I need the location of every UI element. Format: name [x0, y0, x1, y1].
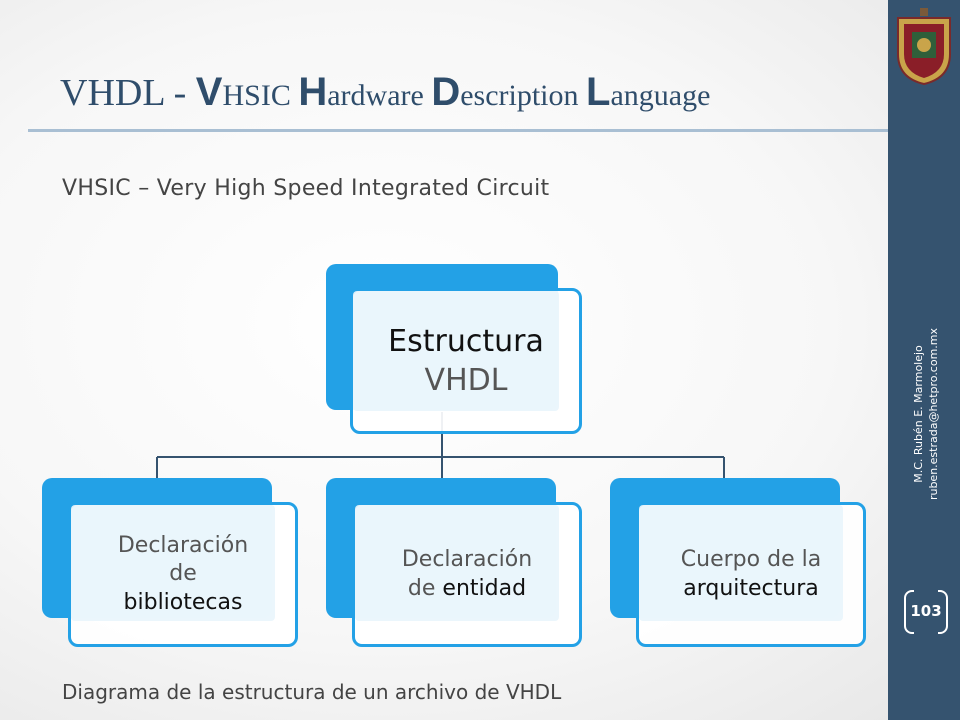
page-number-badge: 103	[902, 590, 950, 634]
child-node-arquitectura: Cuerpo de la arquitectura	[636, 502, 866, 647]
child-2-label: Declaración de entidad	[402, 546, 532, 603]
root-line-1: Estructura	[388, 324, 544, 359]
child-2-line-2: de	[407, 575, 436, 601]
root-node-overlap	[353, 291, 559, 411]
title-cap-l: L	[586, 70, 611, 114]
child-1-line-3: bibliotecas	[123, 589, 243, 615]
page-number-right-bracket	[938, 590, 948, 634]
slide: VHDL - VHSIC Hardware Description Langua…	[28, 62, 888, 704]
author-name: M.C. Rubén E. Marmolejo	[912, 345, 925, 483]
slide-title: VHDL - VHSIC Hardware Description Langua…	[60, 62, 880, 126]
title-cap-v: V	[195, 70, 223, 114]
title-rest-escription: escription	[460, 79, 587, 112]
child-1-overlap	[71, 505, 275, 621]
root-node-label: Estructura VHDL	[388, 322, 544, 400]
crest-top-cross	[920, 8, 928, 16]
title-underline	[28, 129, 888, 132]
child-1-label: Declaración de bibliotecas	[118, 532, 248, 618]
child-2-overlap	[355, 505, 559, 621]
subtitle: VHSIC – Very High Speed Integrated Circu…	[62, 176, 550, 201]
title-prefix: VHDL -	[60, 72, 196, 114]
title-cap-h: H	[298, 70, 328, 114]
child-3-label: Cuerpo de la arquitectura	[681, 546, 821, 603]
child-1-line-1: Declaración	[117, 532, 249, 558]
child-3-line-1: Cuerpo de la	[680, 546, 822, 572]
author-email: ruben.estrada@hetpro.com.mx	[927, 327, 940, 501]
title-cap-d: D	[431, 70, 461, 114]
title-rest-ardware: ardware	[327, 79, 432, 112]
child-1-line-2: de	[169, 561, 197, 587]
hierarchy-diagram: Estructura VHDL Declaración de bibliotec…	[42, 264, 866, 647]
child-node-entidad: Declaración de entidad	[352, 502, 582, 647]
crest-center	[917, 38, 931, 52]
root-node: Estructura VHDL	[350, 288, 582, 434]
child-3-overlap	[639, 505, 843, 621]
child-3-line-2: arquitectura	[683, 575, 819, 601]
child-node-bibliotecas: Declaración de bibliotecas	[68, 502, 298, 647]
author-credit: M.C. Rubén E. Marmolejo ruben.estrada@he…	[911, 289, 941, 539]
title-rest-hsic: HSIC	[222, 79, 299, 112]
page-number: 103	[910, 602, 942, 620]
child-2-line-3: entidad	[442, 575, 527, 601]
child-2-line-1: Declaración	[401, 546, 533, 572]
root-line-2: VHDL	[424, 363, 508, 398]
right-sidebar	[888, 0, 960, 720]
title-rest-anguage: anguage	[610, 79, 711, 112]
diagram-caption: Diagrama de la estructura de un archivo …	[62, 680, 562, 704]
university-crest-icon	[897, 8, 951, 86]
page-number-left-bracket	[904, 590, 914, 634]
